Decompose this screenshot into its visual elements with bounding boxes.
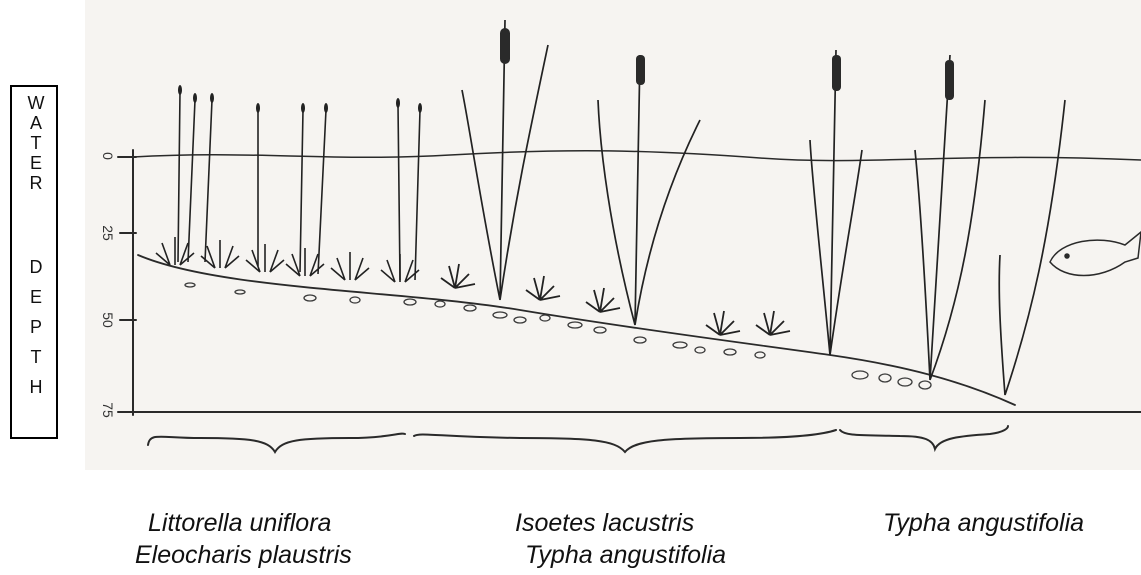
- sediment-pebbles: [185, 283, 931, 389]
- zone-brace-1: [148, 434, 405, 452]
- fish-icon: [1050, 232, 1141, 276]
- zone-1-species-2: Eleocharis plaustris: [135, 540, 352, 570]
- depth-letter: W: [12, 93, 60, 113]
- depth-tick-label: 50: [100, 308, 116, 332]
- depth-tick-label: 75: [100, 398, 116, 422]
- zone-brace-3: [840, 426, 1008, 449]
- depth-tick-label: 0: [100, 144, 116, 168]
- depth-letter: D: [12, 257, 60, 277]
- water-surface: [133, 151, 1141, 161]
- depth-letter: T: [12, 133, 60, 153]
- typha-plants: [462, 20, 1065, 395]
- zone-3-species-1: Typha angustifolia: [883, 508, 1084, 538]
- zone-2-species-2: Typha angustifolia: [525, 540, 726, 570]
- littorella-zone-plants: [156, 92, 420, 282]
- zone-brace-2: [414, 430, 836, 452]
- zone-2-species-1: Isoetes lacustris: [515, 508, 694, 538]
- cattail-heads: [500, 28, 954, 100]
- depth-letter: P: [12, 317, 60, 337]
- depth-letter: E: [12, 153, 60, 173]
- depth-letter: T: [12, 347, 60, 367]
- depth-letter: E: [12, 287, 60, 307]
- water-depth-label: W A T E R D E P T H: [10, 85, 58, 439]
- eleocharis-heads: [178, 85, 422, 113]
- depth-letter: R: [12, 173, 60, 193]
- depth-letter: H: [12, 377, 60, 397]
- depth-letter: A: [12, 113, 60, 133]
- zone-1-species-1: Littorella uniflora: [148, 508, 331, 538]
- depth-tick-label: 25: [100, 221, 116, 245]
